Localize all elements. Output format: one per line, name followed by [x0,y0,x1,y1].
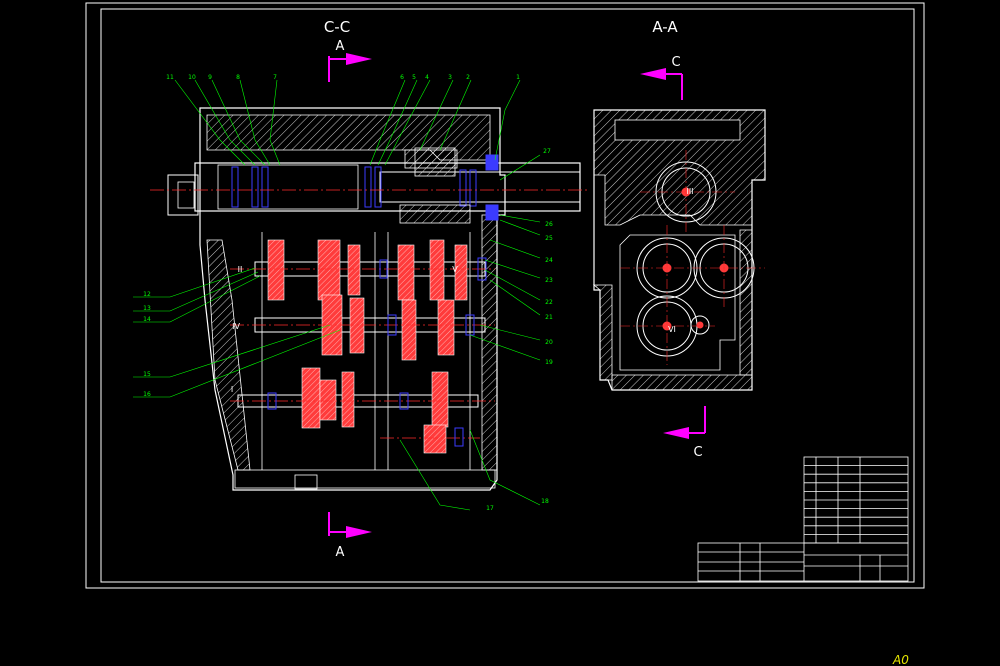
view-aa-title: A-A [652,18,678,36]
section-arrow-label-a-top: A [336,39,345,54]
part-number-label: 15 [143,371,151,378]
part-number-label: 11 [166,74,174,81]
title-block [697,456,909,582]
shaft-label: VI [668,325,676,334]
part-number-label: 2 [466,74,470,81]
shaft-label: III [686,187,693,196]
part-number-label: 22 [545,299,553,306]
part-number-label: 14 [143,316,151,323]
part-number-label: 12 [143,291,151,298]
part-number-label: 19 [545,359,553,366]
leader-lines [133,79,541,511]
part-number-label: 18 [541,498,549,505]
part-number-label: 7 [273,74,277,81]
part-number-label: 21 [545,314,553,321]
part-number-label: 13 [143,305,151,312]
shaft-label: I [231,385,233,394]
section-arrow-label-c-top: C [671,55,680,70]
part-number-label: 10 [188,74,196,81]
part-number-label: 1 [516,74,520,81]
view-cc-title: C-C [324,18,350,36]
shaft-label: V [452,265,458,274]
part-number-label: 4 [425,74,429,81]
part-number-label: 27 [543,148,551,155]
view-aa-section [592,109,766,391]
section-arrow-label-c-bottom: C [693,445,702,460]
part-number-label: 6 [400,74,404,81]
part-number-label: 3 [448,74,452,81]
part-number-label: 25 [545,235,553,242]
part-number-label: 16 [143,391,151,398]
part-number-label: 20 [545,339,553,346]
part-number-label: 9 [208,74,212,81]
sheet-frame [85,2,925,589]
section-arrow-label-a-bottom: A [336,545,345,560]
part-number-label: 23 [545,277,553,284]
part-number-label: 5 [412,74,416,81]
view-cc-section [150,107,590,491]
shaft-label: II [238,265,243,274]
part-number-label: 26 [545,221,553,228]
section-arrows [328,53,706,538]
part-number-label: 24 [545,257,553,264]
sheet-size-label: A0 [892,653,909,666]
shaft-label: IV [232,322,240,331]
part-number-label: 8 [236,74,240,81]
part-number-label: 17 [486,505,494,512]
